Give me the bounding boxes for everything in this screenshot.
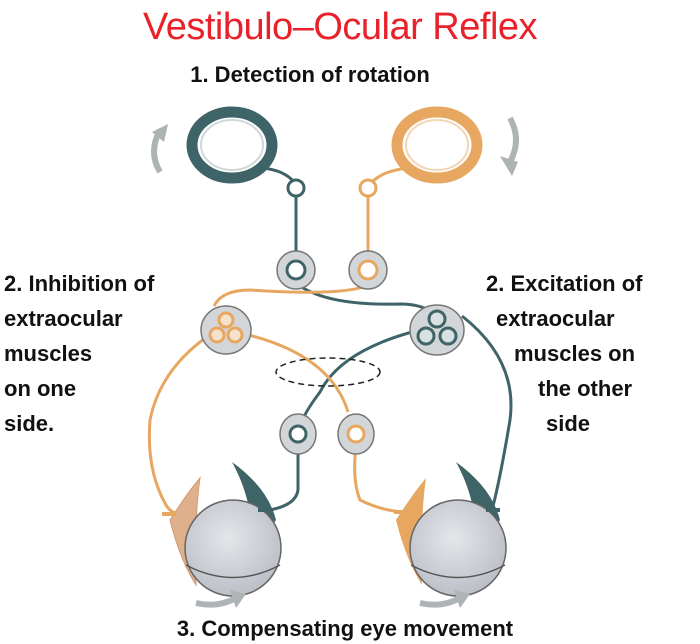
left-vestibular-nucleus [200,305,252,355]
left-rotation-arrow-icon [151,124,168,174]
right-text-line: side [546,411,591,436]
right-rotation-arrow-icon [500,116,519,176]
left-text-line: extraocular [4,306,123,331]
left-eye-movement-arrow-icon [195,590,246,608]
left-canal-ring [186,106,278,184]
left-vestibular-neuron [276,250,316,290]
left-eye [162,462,282,597]
step3-label: 3. Compensating eye movement [176,616,514,641]
right-side-text: 2. Excitation of extraocular muscles on … [486,266,642,441]
orange-oculomotor-neuron [337,413,375,455]
left-text-line: on one [4,376,77,401]
right-vestibular-neuron [348,250,388,290]
teal-oculomotor-neuron [279,413,317,455]
left-side-text: 2. Inhibition of extraocular muscles on … [4,266,154,441]
left-text-line: muscles [4,341,93,366]
right-text-line: the other [538,376,633,401]
step1-label: 1. Detection of rotation [190,62,430,87]
diagram-title: Vestibulo–Ocular Reflex [142,6,538,48]
right-eye-movement-arrow-icon [419,590,470,608]
orange-pathway [147,166,411,515]
right-canal-ring [391,106,483,184]
midline-dashed-ellipse [275,357,381,387]
left-text-line: 2. Inhibition of [4,271,155,296]
right-vestibular-nucleus [409,304,465,356]
right-text-line: 2. Excitation of [486,271,643,296]
right-eye [394,462,507,597]
right-afferent-cell [358,178,378,198]
left-text-line: side. [4,411,55,436]
right-text-line: extraocular [496,306,615,331]
right-text-line: muscles on [514,341,636,366]
left-afferent-cell [286,178,306,198]
teal-pathway [261,166,513,512]
